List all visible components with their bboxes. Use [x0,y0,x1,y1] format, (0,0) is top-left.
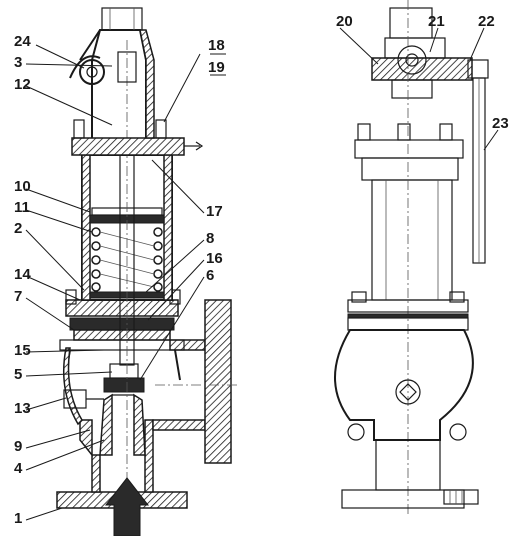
label-15: 15 [14,342,31,359]
label-13: 13 [14,400,31,417]
external-view [334,0,489,515]
label-10: 10 [14,178,31,195]
label-5: 5 [14,366,22,383]
label-16: 16 [206,250,223,267]
label-18: 18 [208,37,225,54]
label-4: 4 [14,460,23,477]
label-9: 9 [14,438,22,455]
label-7: 7 [14,288,22,305]
label-1: 1 [14,510,22,527]
label-8: 8 [206,230,214,247]
leader-lines [25,27,499,521]
label-3: 3 [14,54,22,71]
label-6: 6 [206,267,214,284]
label-11: 11 [14,199,30,216]
spring-coils [91,227,163,292]
label-23: 23 [492,115,509,132]
label-2: 2 [14,220,22,237]
label-14: 14 [14,266,31,283]
sectional-view [56,7,240,536]
label-24: 24 [14,33,31,50]
label-22: 22 [478,13,495,30]
label-20: 20 [336,13,353,30]
part-labels: 24 3 12 18 19 10 11 2 17 8 16 6 14 7 15 … [14,13,509,527]
label-12: 12 [14,76,31,93]
label-21: 21 [428,13,445,30]
label-19: 19 [208,59,225,76]
label-17: 17 [206,203,223,220]
